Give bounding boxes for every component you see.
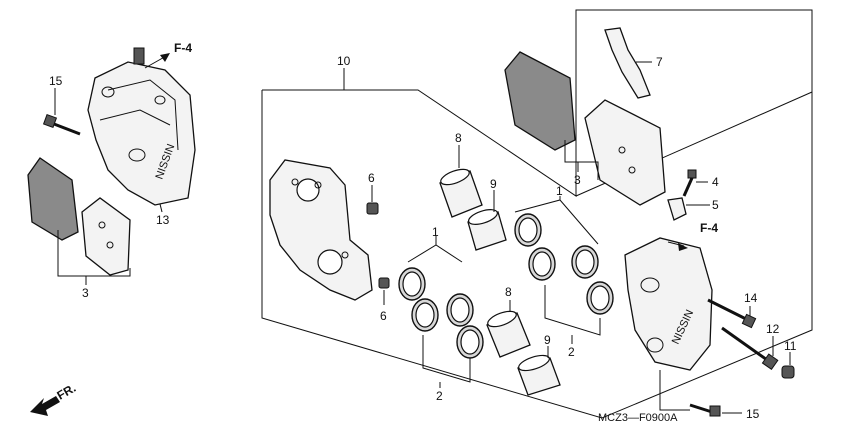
piston-8-lower (486, 310, 531, 358)
callout-8-upper: 8 (455, 131, 462, 145)
callout-12: 12 (766, 322, 780, 336)
callout-11: 11 (784, 339, 797, 353)
pad-spring-7 (604, 27, 651, 99)
piston-9-upper (467, 209, 507, 251)
leader-lines (54, 61, 791, 414)
callout-1-right: 1 (556, 184, 563, 198)
callout-3-center: 3 (574, 173, 581, 187)
callout-7: 7 (656, 55, 663, 69)
direction-arrow: FR. (30, 381, 78, 416)
group-frame (261, 9, 813, 419)
bolt-15-right (689, 403, 721, 417)
callout-6-bottom: 6 (380, 309, 387, 323)
bolt-12 (721, 326, 779, 371)
piston-8-upper (439, 168, 483, 218)
callout-1-left: 1 (432, 225, 439, 239)
callout-15-right: 15 (746, 407, 760, 421)
seal-rings (398, 213, 614, 359)
callout-13: 13 (156, 213, 170, 227)
section-ref-left: F-4 (144, 41, 192, 69)
callout-6-top: 6 (368, 171, 375, 185)
seal-6-bottom (378, 277, 390, 289)
callout-2-right: 2 (568, 345, 575, 359)
piston-9-lower (517, 354, 561, 396)
pin-clip-5 (667, 197, 687, 221)
bolt-15-left (42, 113, 81, 136)
left-caliper-assembly: NISSIN (87, 47, 196, 206)
callout-9-upper: 9 (490, 177, 497, 191)
callout-15-left: 15 (49, 74, 63, 88)
reference-code: MCZ3—F0900A (598, 412, 678, 424)
callout-numbers: 15 13 3 10 6 6 8 9 8 9 1 1 2 2 3 7 4 5 1… (49, 54, 797, 421)
callout-9-lower: 9 (544, 333, 551, 347)
left-brake-pads (27, 157, 131, 276)
caliper-half-body (269, 159, 373, 301)
upper-brake-pads (504, 51, 666, 206)
callout-10: 10 (337, 54, 351, 68)
callout-4: 4 (712, 175, 719, 189)
bolt-14 (707, 298, 757, 329)
callout-14: 14 (744, 291, 758, 305)
section-ref-right: F-4 (667, 221, 718, 251)
callout-2-left: 2 (436, 389, 443, 403)
pad-pin-4 (682, 169, 697, 197)
nut-11 (781, 365, 795, 379)
callout-5: 5 (712, 198, 719, 212)
right-caliper-half: NISSIN (624, 237, 713, 371)
section-ref-left-label: F-4 (174, 41, 192, 55)
section-ref-right-label: F-4 (700, 221, 718, 235)
seal-6-top (366, 202, 379, 215)
callout-8-lower: 8 (505, 285, 512, 299)
callout-3-left: 3 (82, 286, 89, 300)
